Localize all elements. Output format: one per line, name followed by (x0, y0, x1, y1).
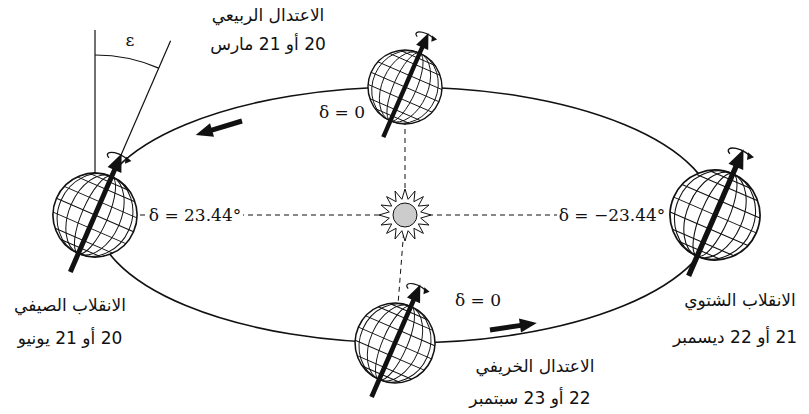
season-name: الانقلاب الشتوي (682, 290, 798, 310)
season-name: الاعتدال الربيعي (210, 5, 327, 25)
date: 21 أو 22 ديسمبر (671, 327, 799, 347)
declination: δ = 0 (317, 102, 367, 122)
season-name: الانقلاب الصيفي (12, 295, 128, 315)
arrow-head (196, 123, 214, 136)
date: 20 أو 21 يونيو (16, 328, 125, 348)
season-name: الاعتدال الخريفي (474, 356, 597, 376)
earth-globe (647, 131, 784, 293)
arrow-head (519, 319, 537, 333)
declination: δ = −23.44° (557, 205, 668, 225)
date: 22 أو 23 سبتمبر (467, 388, 592, 408)
earth-globe (349, 18, 462, 152)
date: 20 أو 21 مارس (208, 34, 328, 54)
tilt-angle: ε (124, 30, 137, 50)
earth-globe (32, 137, 160, 289)
declination: δ = 0 (453, 290, 503, 310)
direction-arrow (490, 325, 521, 330)
declination: δ = 23.44° (147, 205, 243, 225)
sun (379, 189, 431, 241)
earth-globe (335, 269, 457, 413)
direction-arrow (211, 121, 242, 130)
angle-arc (95, 55, 159, 68)
